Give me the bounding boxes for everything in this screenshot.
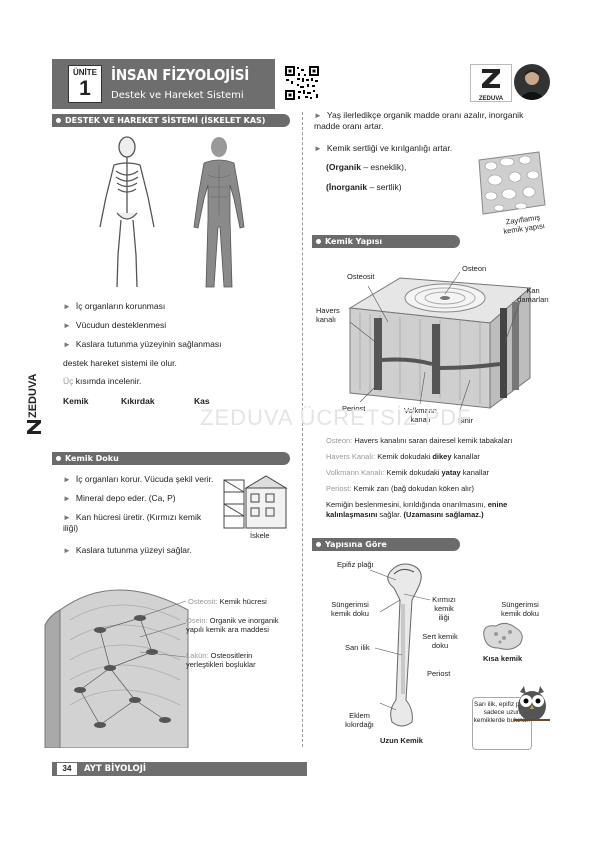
kirmizi-ilik-label: Kırmızı kemik iliği bbox=[432, 595, 456, 622]
list-item: ►Kaslara tutunma yüzeyinin sağlanması bbox=[63, 339, 222, 349]
brand-name: ZEDUVA bbox=[478, 96, 504, 102]
section-header-kemik-yapisi: Kemik Yapısı bbox=[312, 235, 460, 248]
compact-bone-illustration bbox=[348, 277, 532, 409]
unit-number-box: ÜNİTE 1 bbox=[68, 65, 102, 103]
skeleton-illustration bbox=[99, 136, 155, 288]
sungerimsi-label-1: Süngerimsi kemik doku bbox=[331, 600, 369, 618]
summary-text: destek hareket sistemi ile olur. bbox=[63, 358, 177, 368]
list-item: ►Yaş ilerledikçe organik madde oranı aza… bbox=[314, 110, 524, 131]
list-item: ►İç organları korur. Vücuda şekil verir. bbox=[63, 474, 214, 484]
leader-lines bbox=[140, 600, 187, 658]
part-kikirdak: Kıkırdak bbox=[121, 396, 155, 406]
watermark: ZEDUVA ÜCRETSİZ PDF bbox=[200, 405, 472, 430]
list-item: ►İç organların korunması bbox=[63, 301, 166, 311]
def-periost: Periost: Kemik zarı (bağ dokudan köken a… bbox=[326, 484, 474, 493]
osteosit-label: Osteosit: Kemik hücresi bbox=[188, 597, 267, 606]
osteosit-structure-label: Osteosit bbox=[347, 272, 375, 281]
compact-bone-leaders bbox=[349, 271, 521, 411]
qr-code-icon[interactable] bbox=[284, 65, 320, 101]
sert-kemik-label: Sert kemik doku bbox=[422, 632, 458, 650]
part-kas: Kas bbox=[194, 396, 210, 406]
long-bone-title: Uzun Kemik bbox=[380, 736, 423, 745]
osein-label: Osein: Organik ve inorganik yapılı kemik… bbox=[186, 616, 279, 634]
zeduva-logo-icon bbox=[482, 69, 500, 88]
weakened-bone-illustration bbox=[478, 151, 546, 215]
lakun-label: Lakün: Osteositlerin yerleştikleri boşlu… bbox=[186, 651, 256, 669]
unit-number: 1 bbox=[79, 77, 91, 100]
havers-label: Havers kanalı bbox=[316, 306, 340, 324]
long-bone-illustration bbox=[387, 563, 422, 727]
osteon-label: Osteon bbox=[462, 264, 487, 273]
epifiz-label: Epifiz plağı bbox=[337, 560, 374, 569]
eklem-kikirdagi-label: Eklem kıkırdağı bbox=[345, 711, 374, 729]
list-item: ►Mineral depo eder. (Ca, P) bbox=[63, 493, 176, 503]
def-osteon: Osteon: Havers kanalını saran dairesel k… bbox=[326, 436, 513, 445]
list-item: ►Kemik sertliği ve kırılganlığı artar. bbox=[314, 143, 453, 153]
kan-damarlari-label: Kan damarları bbox=[517, 286, 549, 304]
brand-logo: ZEDUVA bbox=[470, 64, 512, 102]
organik-text: (Organik – esneklik), bbox=[326, 162, 407, 172]
sari-ilik-label: Sarı ilik bbox=[345, 643, 370, 652]
section-header-kemik-doku: Kemik Doku bbox=[52, 452, 290, 465]
side-logo-icon bbox=[27, 420, 41, 434]
list-item: ►Vücudun desteklenmesi bbox=[63, 320, 167, 330]
inorganik-text: (İnorganik – sertlik) bbox=[326, 182, 402, 192]
author-avatar bbox=[514, 64, 550, 100]
side-brand-label: ZEDUVA bbox=[27, 373, 39, 418]
bone-tissue-illustration bbox=[44, 589, 189, 748]
list-item: ►Kaslara tutunma yüzeyi sağlar. bbox=[63, 545, 192, 555]
volkmann-label: Volkmann kanalı bbox=[404, 406, 437, 424]
part-kemik: Kemik bbox=[63, 396, 89, 406]
page-number: 34 bbox=[57, 763, 77, 775]
list-item: ►Kan hücresi üretir. (Kırmızı kemik iliğ… bbox=[63, 512, 202, 533]
periost-function: Kemiğin beslenmesini, kırıldığında onarı… bbox=[326, 500, 508, 519]
short-bone-illustration bbox=[483, 622, 523, 650]
unit-label: ÜNİTE bbox=[73, 68, 97, 77]
chapter-title: İNSAN FİZYOLOJİSİ bbox=[111, 66, 250, 84]
periost-long-label: Periost bbox=[427, 669, 451, 678]
chapter-subtitle: Destek ve Hareket Sistemi bbox=[111, 90, 244, 101]
footer-bar bbox=[52, 762, 307, 776]
sinir-label: Sinir bbox=[458, 416, 474, 425]
long-bone-leaders bbox=[369, 569, 431, 711]
scaffold-label: İskele bbox=[250, 531, 270, 540]
footer-subject: AYT BİYOLOJİ bbox=[84, 764, 147, 774]
section-header-destek: DESTEK VE HAREKET SİSTEMİ (İSKELET KAS) bbox=[52, 114, 290, 127]
muscle-illustration bbox=[193, 137, 245, 288]
def-volkmann: Volkmann Kanalı: Kemik dokudaki yatay ka… bbox=[326, 468, 490, 477]
periost-structure-label: Periost bbox=[342, 404, 366, 413]
section-header-yapisina-gore: Yapısına Göre bbox=[312, 538, 460, 551]
scaffold-illustration bbox=[223, 475, 288, 529]
def-havers: Havers Kanalı: Kemik dokudaki dikey kana… bbox=[326, 452, 480, 461]
sungerimsi-label-2: Süngerimsi kemik doku bbox=[501, 600, 539, 618]
parts-intro: Üç kısımda incelenir. bbox=[63, 376, 142, 386]
column-divider bbox=[302, 112, 304, 747]
short-bone-title: Kısa kemik bbox=[483, 654, 523, 663]
owl-icon bbox=[514, 686, 550, 721]
